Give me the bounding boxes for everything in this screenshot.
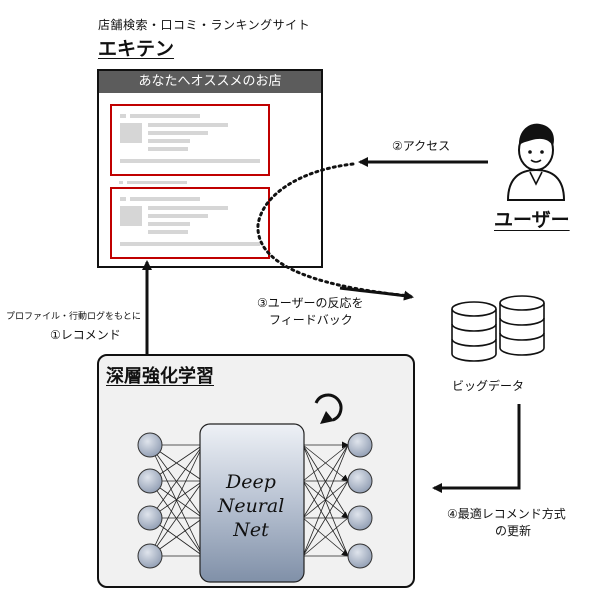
user-label: ユーザー bbox=[494, 209, 570, 231]
database-icon bbox=[451, 295, 545, 362]
input-node bbox=[137, 543, 163, 569]
neural-net-box bbox=[199, 423, 305, 583]
output-node bbox=[347, 543, 373, 569]
output-node bbox=[347, 432, 373, 458]
update-label-line2: の更新 bbox=[495, 524, 532, 538]
neural-net-label: Deep Neural Net bbox=[217, 471, 285, 541]
learning-title: 深層強化学習 bbox=[106, 366, 214, 387]
site-name: エキテン bbox=[98, 38, 175, 60]
input-node bbox=[137, 432, 163, 458]
recommend-label: ①レコメンド bbox=[50, 328, 121, 342]
browser-header: あなたへオススメのお店 bbox=[99, 71, 321, 93]
network-connections bbox=[149, 444, 204, 557]
input-node bbox=[137, 505, 163, 531]
input-node bbox=[137, 468, 163, 494]
site-subtitle: 店舗検索・口コミ・ランキングサイト bbox=[98, 18, 311, 32]
feedback-label-line2: フィードバック bbox=[269, 313, 353, 327]
browser-window: あなたへオススメのお店 bbox=[97, 69, 323, 268]
person-icon bbox=[506, 123, 566, 201]
output-node bbox=[347, 505, 373, 531]
feedback-curve bbox=[256, 162, 412, 298]
update-label-line1: ④最適レコメンド方式 bbox=[447, 507, 566, 521]
recommend-card[interactable] bbox=[110, 104, 270, 176]
refresh-icon bbox=[314, 393, 343, 424]
network-output-connections bbox=[302, 441, 349, 557]
feedback-label-line1: ③ユーザーの反応を bbox=[257, 296, 364, 310]
recommend-card[interactable] bbox=[110, 187, 270, 259]
update-arrow bbox=[432, 404, 521, 493]
recommend-note: プロファイル・行動ログをもとに bbox=[6, 312, 141, 322]
big-data-label: ビッグデータ bbox=[452, 379, 525, 393]
output-node bbox=[347, 468, 373, 494]
access-label: ②アクセス bbox=[392, 139, 451, 153]
